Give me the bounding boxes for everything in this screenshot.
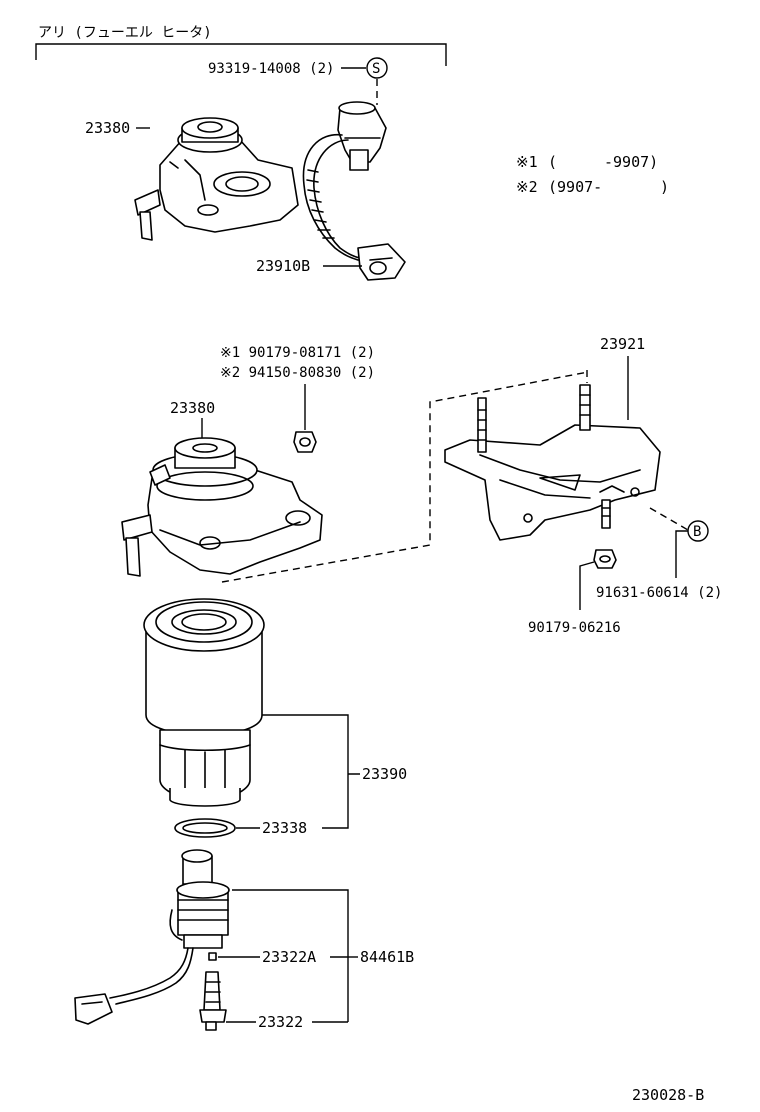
label-23322[interactable]: 23322 <box>258 1013 303 1031</box>
label-23921[interactable]: 23921 <box>600 335 645 353</box>
callout-s: S <box>372 61 380 77</box>
callout-s-circle <box>366 57 388 79</box>
mounting-bracket-23921 <box>444 384 661 541</box>
label-23910b[interactable]: 23910B <box>256 257 310 275</box>
flange-nut-top <box>293 431 317 453</box>
flange-nut-bottom <box>593 549 617 569</box>
label-23338[interactable]: 23338 <box>262 819 307 837</box>
fuel-filter-head-mid <box>121 437 323 577</box>
fuel-filter-head-top <box>134 117 299 241</box>
note-2-range: (9907- <box>548 178 602 196</box>
heater-pigtail-connector <box>74 947 194 1025</box>
note-2-close: ) <box>660 178 669 196</box>
small-part-23322a <box>208 952 217 961</box>
dashed-mount-link <box>221 371 589 583</box>
callout-b: B <box>693 524 701 540</box>
note-2-mark: ※2 <box>516 178 538 196</box>
label-90179-08171[interactable]: ※1 90179-08171 (2) <box>220 345 375 361</box>
label-23322a[interactable]: 23322A <box>262 948 316 966</box>
label-90179-06216[interactable]: 90179-06216 <box>528 620 621 636</box>
label-84461b[interactable]: 84461B <box>360 948 414 966</box>
label-23380-mid[interactable]: 23380 <box>170 399 215 417</box>
label-94150-80830[interactable]: ※2 94150-80830 (2) <box>220 365 375 381</box>
note-1-range: -9907) <box>604 153 658 171</box>
label-91631-60614[interactable]: 91631-60614 (2) <box>596 585 722 601</box>
heater-wire-harness <box>302 133 406 281</box>
section-bracket <box>35 43 447 66</box>
label-93319-14008[interactable]: 93319-14008 (2) <box>208 61 334 77</box>
label-23390[interactable]: 23390 <box>362 765 407 783</box>
o-ring-23338 <box>174 818 236 838</box>
heater-sensor-top <box>337 101 387 171</box>
section-title: アリ (フューエル ヒータ) <box>38 25 212 41</box>
figure-code: 230028-B <box>632 1086 704 1104</box>
note-1-open: ( <box>548 153 557 171</box>
fuel-filter-cartridge-23390 <box>143 598 265 807</box>
label-23380-top[interactable]: 23380 <box>85 119 130 137</box>
heater-element <box>169 849 230 949</box>
note-1-mark: ※1 <box>516 153 538 171</box>
water-sensor-switch-23322 <box>199 971 227 1031</box>
